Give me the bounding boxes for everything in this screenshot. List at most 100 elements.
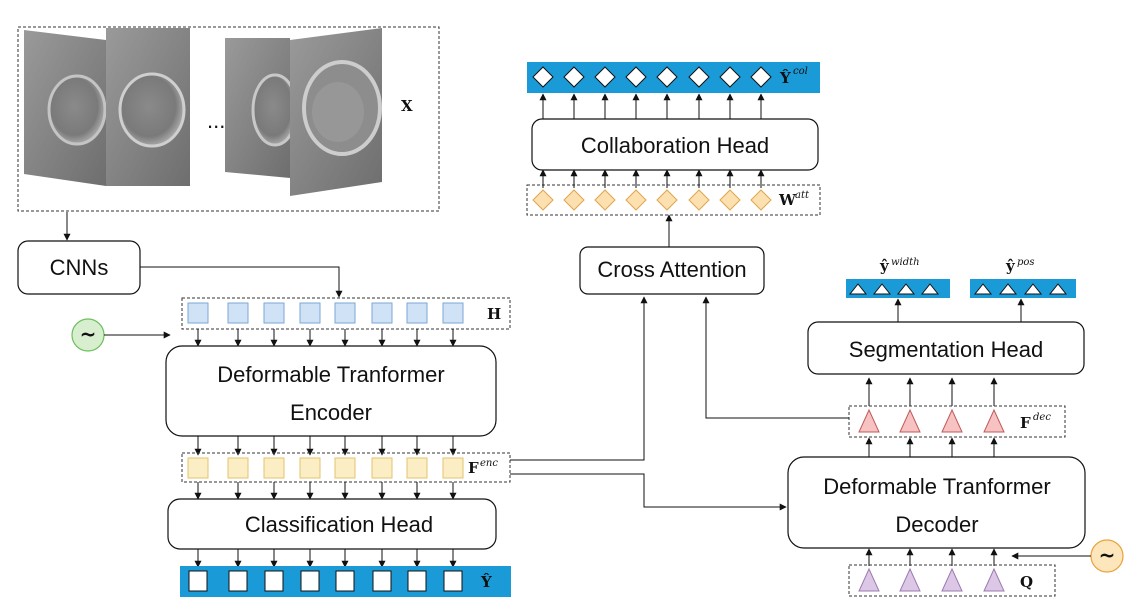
ycol-diamond bbox=[656, 66, 678, 88]
y-token bbox=[407, 570, 427, 592]
noise-left-symbol: ~ bbox=[80, 322, 97, 346]
ypos-output-bar bbox=[970, 279, 1076, 298]
fenc-token bbox=[442, 457, 464, 479]
ypos-triangle bbox=[998, 283, 1018, 295]
cross-attention-box bbox=[579, 246, 765, 295]
fenc-token bbox=[406, 457, 428, 479]
h-token-frame bbox=[181, 297, 511, 330]
fenc-to-classification-arrows bbox=[194, 482, 457, 500]
segmentation-head-box bbox=[807, 321, 1085, 375]
fenc-tokens bbox=[187, 457, 464, 479]
classification-to-y-arrows bbox=[194, 549, 457, 568]
collaboration-head-label: Collaboration Head bbox=[581, 133, 769, 158]
y-token bbox=[188, 570, 208, 592]
fenc-label: F bbox=[468, 459, 479, 477]
fdec-sup: dec bbox=[1033, 412, 1051, 423]
fdec-label: F bbox=[1020, 414, 1031, 432]
ycol-diamond bbox=[594, 66, 616, 88]
collaboration-to-ycol-arrows bbox=[539, 93, 765, 119]
y-label: Ŷ bbox=[480, 573, 492, 591]
ywidth-sup: width bbox=[891, 257, 920, 268]
watt-diamond bbox=[688, 189, 710, 211]
ellipsis-text: ... bbox=[207, 108, 225, 133]
input-images-frame bbox=[17, 26, 440, 212]
h-token bbox=[334, 302, 356, 324]
ycol-diamond bbox=[563, 66, 585, 88]
encoder-box bbox=[165, 345, 497, 437]
watt-label: W bbox=[778, 191, 797, 209]
ywidth-triangle bbox=[896, 283, 916, 295]
decoder-to-fdec-arrows bbox=[865, 437, 998, 457]
fdec-triangles bbox=[858, 408, 1005, 433]
watt-to-collaboration-arrows bbox=[539, 169, 765, 188]
fenc-token bbox=[187, 457, 209, 479]
fdec-triangle bbox=[941, 408, 963, 433]
ywidth-triangles bbox=[848, 283, 940, 295]
watt-diamonds bbox=[532, 189, 772, 211]
watt-sup: att bbox=[795, 190, 810, 201]
watt-diamond bbox=[656, 189, 678, 211]
watt-frame bbox=[526, 184, 821, 216]
ypos-triangle bbox=[973, 283, 993, 295]
h-token bbox=[371, 302, 393, 324]
h-token bbox=[442, 302, 464, 324]
h-token bbox=[187, 302, 209, 324]
h-tokens bbox=[187, 302, 464, 324]
ypos-triangle bbox=[1023, 283, 1043, 295]
decoder-label-line1: Deformable Tranformer bbox=[823, 474, 1050, 499]
fdec-to-segmentation-arrows bbox=[865, 377, 998, 406]
ycol-diamond bbox=[688, 66, 710, 88]
fenc-token bbox=[371, 457, 393, 479]
segmentation-head-label: Segmentation Head bbox=[849, 337, 1043, 362]
watt-diamond bbox=[750, 189, 772, 211]
classification-head-box bbox=[167, 498, 497, 550]
input-x-label: X bbox=[401, 97, 413, 115]
h-token bbox=[406, 302, 428, 324]
encoder-label-line2: Encoder bbox=[290, 400, 372, 425]
fenc-token bbox=[334, 457, 356, 479]
query-triangle bbox=[983, 567, 1005, 592]
watt-diamond bbox=[625, 189, 647, 211]
y-token bbox=[443, 570, 463, 592]
cross-attention-label: Cross Attention bbox=[597, 257, 746, 282]
encoder-label-line1: Deformable Tranformer bbox=[217, 362, 444, 387]
arrow-fenc-to-cross-attention bbox=[510, 296, 648, 461]
decoder-label-line2: Decoder bbox=[895, 512, 978, 537]
fdec-triangle bbox=[899, 408, 921, 433]
noise-right-symbol: ~ bbox=[1099, 543, 1116, 567]
fenc-frame bbox=[181, 452, 511, 483]
classification-head-label: Classification Head bbox=[245, 512, 433, 537]
q-label: Q bbox=[1020, 573, 1033, 591]
cnns-label: CNNs bbox=[50, 255, 109, 280]
fenc-sup: enc bbox=[480, 458, 498, 469]
ycol-diamond bbox=[532, 66, 554, 88]
y-output-tokens bbox=[188, 570, 463, 592]
watt-diamond bbox=[719, 189, 741, 211]
fdec-triangle bbox=[858, 408, 880, 433]
y-token bbox=[228, 570, 248, 592]
q-frame bbox=[848, 564, 1056, 597]
y-token bbox=[300, 570, 320, 592]
ycol-sup: col bbox=[793, 66, 808, 77]
arrow-fenc-to-decoder bbox=[510, 473, 787, 511]
ycol-diamond bbox=[719, 66, 741, 88]
h-token bbox=[263, 302, 285, 324]
q-to-decoder-arrows bbox=[865, 548, 998, 566]
fenc-token bbox=[299, 457, 321, 479]
h-token bbox=[299, 302, 321, 324]
query-triangle bbox=[899, 567, 921, 592]
ypos-triangles bbox=[973, 283, 1068, 295]
ypos-label: ŷ bbox=[1005, 257, 1016, 275]
collaboration-head-box bbox=[531, 118, 819, 171]
ycol-diamonds bbox=[532, 66, 772, 88]
ycol-diamond bbox=[750, 66, 772, 88]
arrow-fdec-to-cross-attention bbox=[702, 296, 849, 419]
fenc-token bbox=[263, 457, 285, 479]
ywidth-triangle bbox=[848, 283, 868, 295]
arrow-cnns-to-h bbox=[140, 266, 343, 298]
ypos-sup: pos bbox=[1017, 257, 1035, 268]
fenc-token bbox=[227, 457, 249, 479]
fdec-frame bbox=[848, 405, 1066, 438]
query-triangle bbox=[941, 567, 963, 592]
